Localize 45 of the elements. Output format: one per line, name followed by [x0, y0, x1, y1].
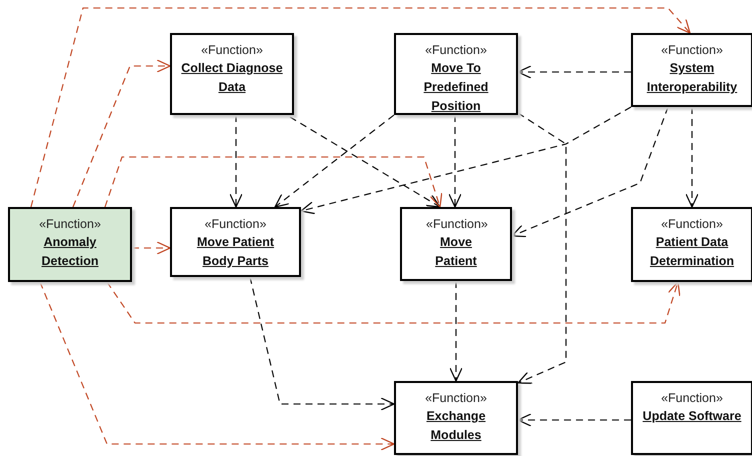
- function-box: [631, 381, 752, 455]
- stereotype-label: «Function»: [661, 42, 723, 59]
- function-name: Patient Data Determination: [648, 234, 736, 270]
- dependency-arrow: [132, 241, 171, 255]
- function-box: [631, 33, 752, 107]
- function-name: Collect Diagnose Data: [180, 60, 284, 96]
- function-box: [394, 33, 518, 115]
- function-name: Anomaly Detection: [40, 234, 100, 270]
- dependency-arrow: [517, 112, 567, 384]
- function-box: [170, 207, 301, 277]
- function-name: Update Software: [642, 408, 742, 425]
- function-name: Exchange Modules: [425, 408, 487, 444]
- dependency-arrow: [72, 59, 171, 208]
- function-box: [394, 381, 518, 455]
- dependency-arrow: [104, 156, 442, 208]
- dependency-arrow: [448, 115, 462, 208]
- dependency-arrow: [449, 281, 463, 382]
- dependency-arrow: [517, 413, 631, 427]
- function-box: [631, 207, 752, 282]
- stereotype-label: «Function»: [201, 42, 263, 59]
- dependency-arrow: [229, 115, 243, 208]
- stereotype-label: «Function»: [425, 42, 487, 59]
- function-box: [170, 33, 294, 115]
- function-name: Move Patient: [434, 234, 478, 270]
- dependency-arrow: [685, 107, 699, 208]
- stereotype-label: «Function»: [425, 390, 487, 407]
- stereotype-label: «Function»: [204, 216, 266, 233]
- dependency-arrow: [30, 7, 691, 208]
- stereotype-label: «Function»: [39, 216, 101, 233]
- stereotype-label: «Function»: [661, 390, 723, 407]
- dependency-arrow: [300, 106, 632, 214]
- dependency-arrow: [290, 116, 441, 208]
- dependency-arrow: [274, 114, 394, 208]
- function-name: Move Patient Body Parts: [196, 234, 276, 270]
- function-box: [8, 207, 132, 282]
- stereotype-label: «Function»: [661, 216, 723, 233]
- dependency-arrow: [249, 276, 395, 411]
- function-name: System Interoperability: [646, 60, 738, 96]
- dependency-arrow: [40, 282, 395, 451]
- dependency-arrow: [511, 106, 669, 238]
- function-name: Move To Predefined Position: [422, 60, 490, 115]
- dependency-arrow: [517, 65, 631, 79]
- stereotype-label: «Function»: [426, 216, 488, 233]
- dependency-arrow: [106, 281, 680, 324]
- function-box: [400, 207, 512, 281]
